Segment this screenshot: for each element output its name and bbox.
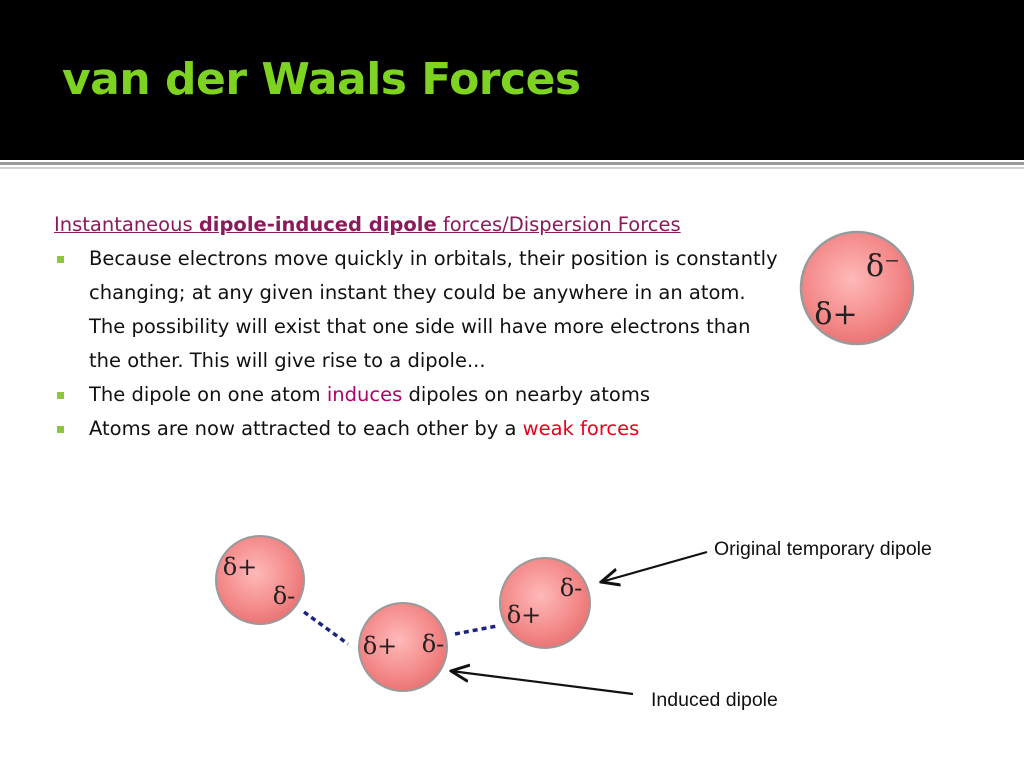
atom-2-delta-minus: δ-	[422, 630, 445, 658]
dashed-bond-1	[302, 610, 350, 646]
slide-title: van der Waals Forces	[62, 54, 581, 105]
subtitle: Instantaneous dipole-induced dipole forc…	[54, 208, 784, 242]
atom-1: δ+ δ-	[215, 535, 305, 625]
title-divider	[0, 162, 1024, 165]
bullet-marker-icon	[57, 426, 64, 433]
title-bar: van der Waals Forces	[0, 0, 1024, 160]
arrow-original-dipole-icon	[601, 550, 708, 582]
bullet-item-3: Atoms are now attracted to each other by…	[54, 412, 784, 446]
bullet-list: Because electrons move quickly in orbita…	[54, 242, 784, 446]
slide-body: Instantaneous dipole-induced dipole forc…	[54, 208, 784, 446]
arrow-induced-dipole-icon	[451, 671, 634, 696]
large-atom: δ⁻ δ+	[799, 230, 915, 346]
label-induced-dipole: Induced dipole	[651, 689, 778, 711]
atom-2: δ+ δ-	[358, 602, 448, 692]
bullet-item-1: Because electrons move quickly in orbita…	[54, 242, 784, 378]
atom-3-delta-minus: δ-	[560, 574, 583, 602]
subtitle-part-2: dipole-induced dipole	[198, 213, 437, 236]
atom-1-delta-minus: δ-	[273, 582, 296, 610]
bullet-2-text-before: The dipole on one atom	[89, 383, 327, 406]
subtitle-part-3: forces/Dispersion Forces	[436, 213, 681, 236]
atom-2-delta-plus: δ+	[363, 632, 398, 660]
atom-1-delta-plus: δ+	[223, 553, 258, 581]
bullet-2-highlight: induces	[326, 383, 403, 406]
large-atom-delta-minus: δ⁻	[866, 249, 900, 284]
large-atom-delta-plus: δ+	[814, 297, 857, 332]
bullet-3-text-before: Atoms are now attracted to each other by…	[89, 417, 523, 440]
bullet-marker-icon	[57, 256, 64, 263]
title-divider-light	[0, 167, 1024, 169]
bullet-1-text: Because electrons move quickly in orbita…	[89, 247, 778, 372]
dashed-bond-2	[454, 624, 498, 636]
subtitle-part-1: Instantaneous	[54, 213, 199, 236]
bullet-marker-icon	[57, 392, 64, 399]
atom-3-delta-plus: δ+	[507, 601, 542, 629]
bullet-item-2: The dipole on one atom induces dipoles o…	[54, 378, 784, 412]
bullet-2-text-after: dipoles on nearby atoms	[402, 383, 650, 406]
bullet-3-highlight: weak forces	[522, 417, 640, 440]
atom-3: δ- δ+	[499, 557, 591, 649]
label-original-temporary-dipole: Original temporary dipole	[714, 538, 932, 560]
